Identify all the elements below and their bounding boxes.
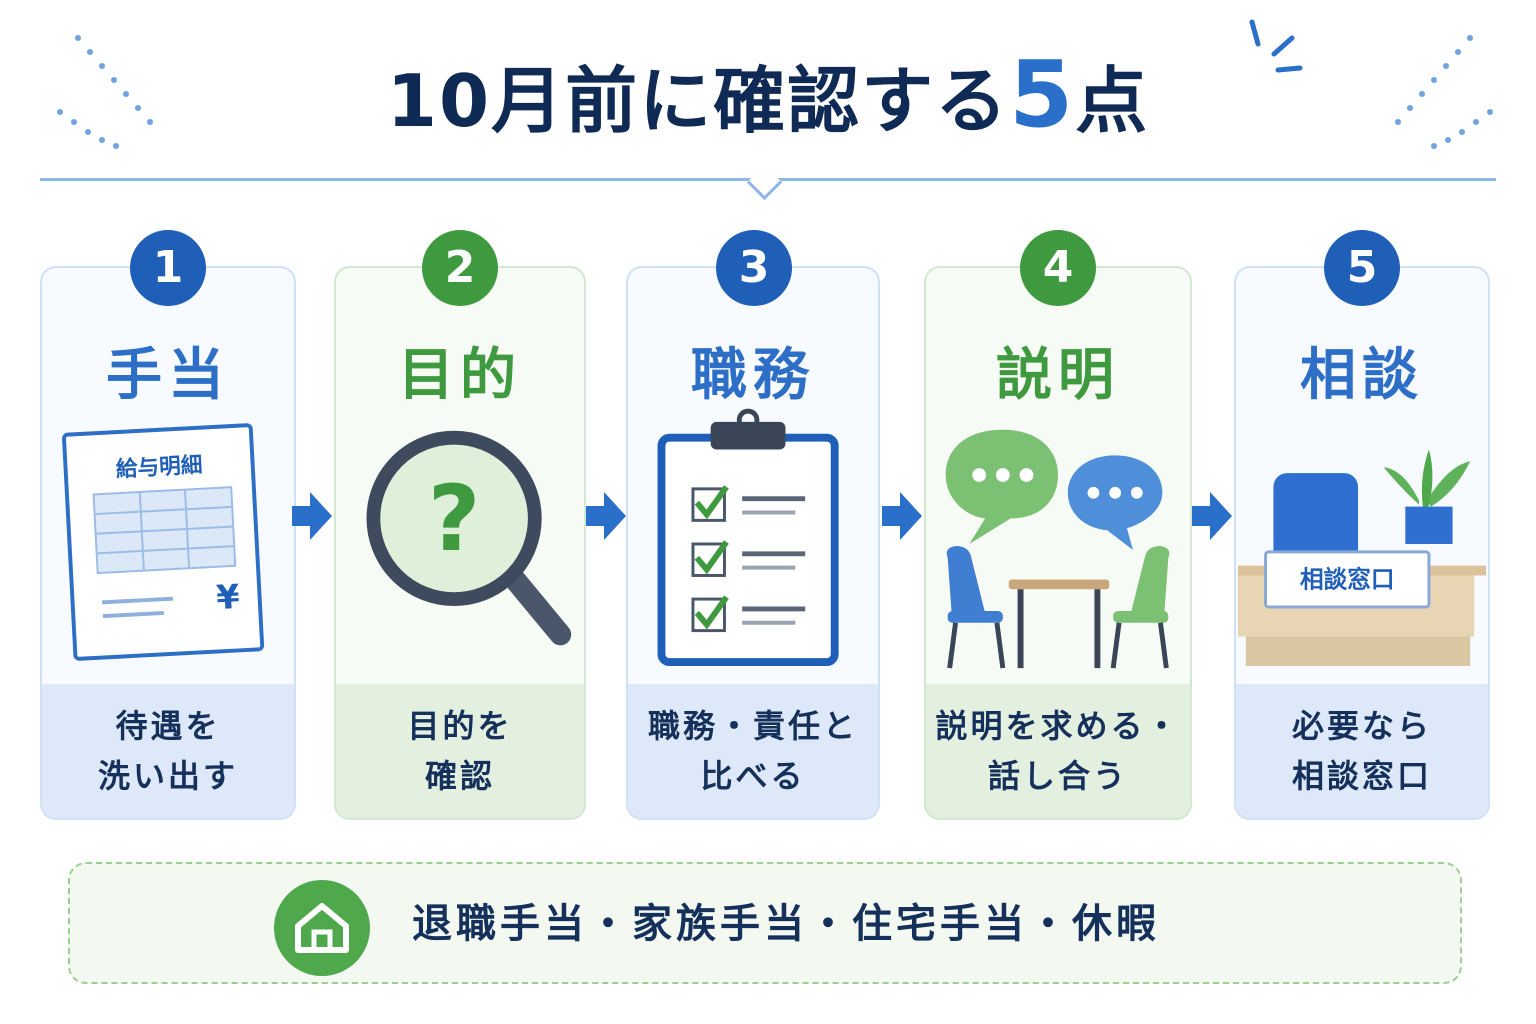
step-description: 目的を 確認 (336, 684, 584, 818)
yen-sign: ¥ (215, 577, 240, 617)
step-description: 待遇を 洗い出す (42, 684, 294, 818)
arrow-right-icon (586, 492, 626, 540)
footer-text: 退職手当・家族手当・住宅手当・休暇 (412, 901, 1160, 947)
title-suffix: 点 (1075, 59, 1150, 143)
step-description: 職務・責任と 比べる (628, 684, 878, 818)
home-icon (274, 880, 370, 976)
step-label: 相談 (1300, 343, 1424, 408)
arrow-right-icon (292, 492, 332, 540)
payslip-icon: 給与明細 ¥ (62, 423, 265, 661)
title-main: 10月前に確認する (386, 59, 1010, 143)
sparkle-icon (1249, 19, 1303, 73)
divider-notch (746, 164, 783, 201)
step-card-1: 手当 給与明細 ¥ 待遇を 洗い出す (40, 266, 296, 820)
page-title: 10月前に確認する5点 (0, 40, 1536, 150)
consultation-desk-icon: 相談窓口 (1237, 449, 1487, 667)
step-card-4: 説明 説明を求める・ 話し合う (924, 266, 1192, 820)
title-number: 5 (1009, 41, 1076, 148)
step-card-2: 目的 ? 目的を 確認 (334, 266, 586, 820)
desk-sign: 相談窓口 (1300, 565, 1394, 593)
magnifier-question-icon: ? (366, 430, 572, 646)
step-badge-2: 2 (422, 230, 498, 306)
decorative-dots-left (57, 35, 153, 149)
payslip-title: 給与明細 (115, 452, 203, 482)
step-label: 説明 (996, 343, 1120, 408)
step-badge-5: 5 (1324, 230, 1400, 306)
conversation-icon (945, 429, 1170, 669)
step-label: 職務 (691, 343, 815, 408)
step-badge-1: 1 (130, 230, 206, 306)
clipboard-checklist-icon (657, 408, 839, 667)
step-description: 必要なら 相談窓口 (1236, 684, 1488, 818)
question-mark: ? (428, 467, 481, 572)
step-label: 手当 (106, 343, 230, 408)
step-card-5: 相談 相談窓口 必要なら 相談窓口 (1234, 266, 1490, 820)
step-label: 目的 (398, 343, 522, 408)
step-badge-4: 4 (1020, 230, 1096, 306)
decorative-dots-right (1395, 35, 1493, 149)
step-badge-3: 3 (716, 230, 792, 306)
step-card-3: 職務 職務・責任と 比べる (626, 266, 880, 820)
step-description: 説明を求める・ 話し合う (926, 684, 1190, 818)
arrow-right-icon (1192, 492, 1232, 540)
arrow-right-icon (882, 492, 922, 540)
